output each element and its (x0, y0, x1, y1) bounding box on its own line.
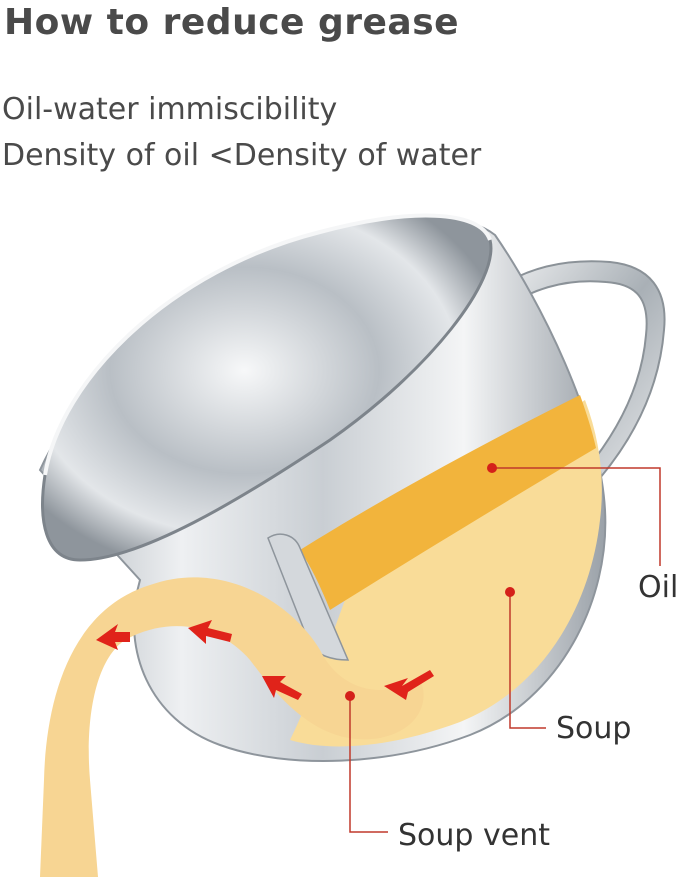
cup-rim (43, 213, 492, 476)
soup-dot (505, 587, 515, 597)
oil-dot (487, 463, 497, 473)
label-oil: Oil (638, 570, 679, 605)
vent-dot (345, 691, 355, 701)
oil-layer (300, 395, 596, 610)
flow-arrows (96, 620, 434, 700)
page-title: How to reduce grease (4, 2, 460, 43)
label-soup-vent: Soup vent (398, 818, 550, 853)
subtitle-immiscibility: Oil-water immiscibility (2, 92, 338, 127)
soup-stream (40, 577, 424, 877)
subtitle-density: Density of oil <Density of water (2, 138, 482, 173)
callout-leaders (349, 467, 661, 833)
label-soup: Soup (556, 711, 632, 746)
